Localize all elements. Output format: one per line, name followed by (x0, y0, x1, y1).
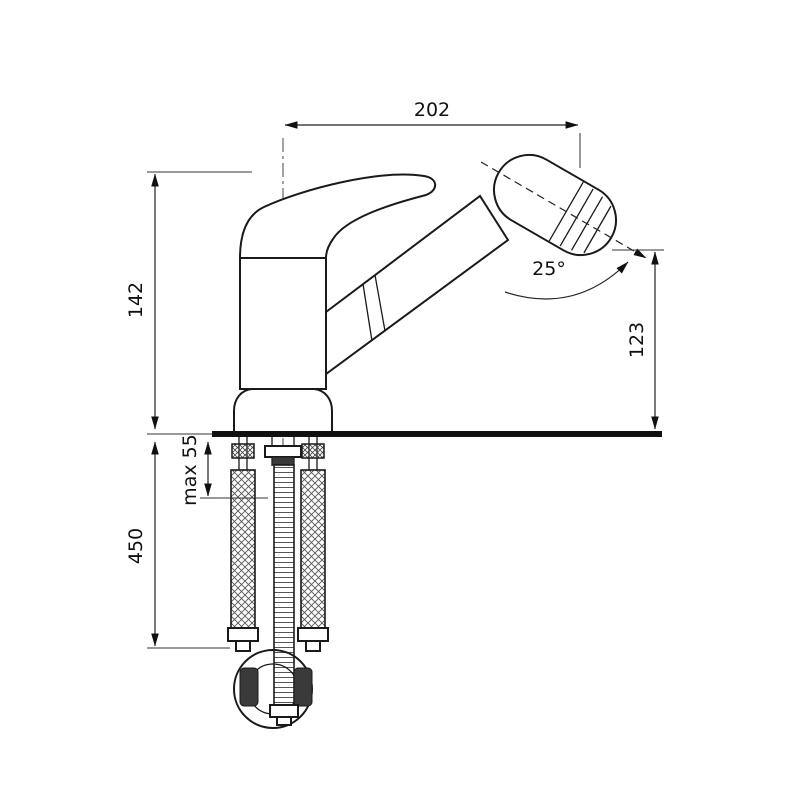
hose-end-nipple (276, 716, 292, 726)
hose-fitting-right (297, 627, 329, 642)
dimension-spout-height: 123 (612, 249, 664, 430)
spout-joint-line (362, 283, 373, 342)
faucet-spout (325, 194, 510, 376)
supply-hose-left (227, 437, 259, 652)
hose-nipple-left (235, 640, 251, 652)
faucet-body (239, 257, 327, 390)
countertop (147, 431, 662, 437)
dim-label-spout-height: 123 (626, 322, 648, 358)
faucet-base (233, 388, 333, 433)
hose-weight-left (239, 667, 259, 707)
dim-label-hose-length: 450 (125, 528, 147, 564)
braided-hose-left (230, 469, 256, 629)
dimension-body-height: 142 (125, 171, 252, 430)
braided-hose-right (300, 469, 326, 629)
dim-label-reach: 202 (414, 99, 450, 121)
supply-hose-right (297, 437, 329, 652)
dimension-max-mount: max 55 (179, 434, 268, 506)
angle-annotation: 25° (480, 161, 647, 300)
dim-label-max-mount: max 55 (179, 434, 201, 506)
hose-weight-right (293, 667, 313, 707)
hose-nipple-right (305, 640, 321, 652)
pullout-hose (273, 464, 295, 706)
hose-end-fitting (269, 704, 299, 718)
under-counter-assembly (227, 437, 329, 729)
mounting-washer-center (271, 456, 295, 466)
angle-arc (504, 261, 629, 300)
mounting-nut-left (231, 443, 255, 459)
faucet-handle (238, 173, 437, 259)
spray-axis-dashed-line (480, 161, 647, 259)
countertop-line (212, 431, 662, 437)
dim-label-body-height: 142 (125, 282, 147, 318)
hose-fitting-left (227, 627, 259, 642)
faucet-above-counter (233, 154, 617, 433)
mounting-nut-center (264, 445, 302, 458)
angle-label: 25° (532, 258, 566, 280)
spout-joint-line (374, 274, 386, 332)
dimension-reach: 202 (284, 99, 581, 168)
dimension-hose-length: 450 (125, 441, 230, 649)
mounting-nut-right (301, 443, 325, 459)
